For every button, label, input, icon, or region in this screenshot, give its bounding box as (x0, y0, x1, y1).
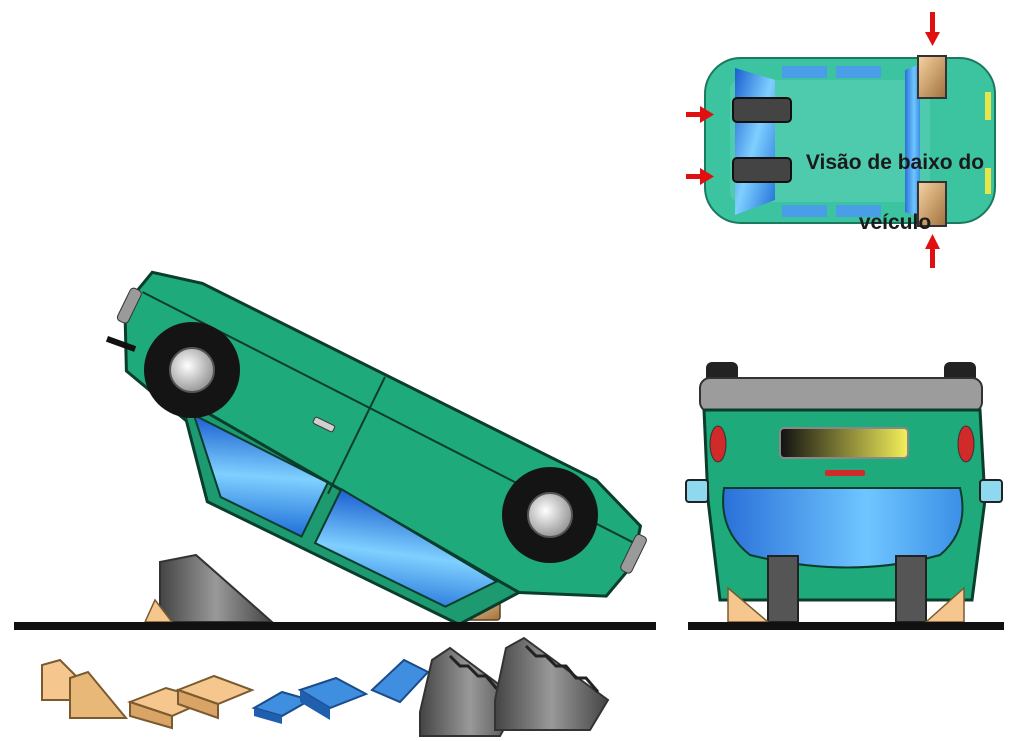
rear-view-pillar-right (896, 556, 926, 622)
underside-rear-block-top (918, 56, 946, 98)
underside-panel-1 (782, 66, 827, 78)
support-devices-row (42, 638, 608, 736)
overturned-car-side-view (62, 256, 663, 682)
underside-panel-2 (836, 66, 881, 78)
rear-wheel (144, 322, 240, 418)
rear-view-taillight-left (710, 426, 726, 462)
ground-line-left (14, 622, 656, 630)
rear-view-mirror-right (980, 480, 1002, 502)
rear-view-license-plate (780, 428, 908, 458)
caption-line-1: Visão de baixo do (770, 148, 1020, 178)
rear-view-bumper (700, 378, 982, 412)
wood-wedge-icon (70, 672, 126, 718)
step-chock-under-car (160, 555, 272, 622)
underside-bumper-light-top (985, 92, 991, 120)
front-wheel (502, 467, 598, 563)
rear-view-taillight-right (958, 426, 974, 462)
underside-view-caption: Visão de baixo do veículo (770, 118, 1020, 268)
rear-view-pillar-left (768, 556, 798, 622)
caption-line-2: veículo (770, 208, 1020, 238)
ground-line-right (688, 622, 1004, 630)
step-chock-icon (495, 638, 608, 730)
plastic-chock-icon (372, 660, 428, 702)
underside-front-window (735, 68, 775, 215)
rear-view-brake-light (825, 470, 865, 476)
overturned-car-rear-view (686, 362, 1002, 622)
rear-view-mirror-left (686, 480, 708, 502)
